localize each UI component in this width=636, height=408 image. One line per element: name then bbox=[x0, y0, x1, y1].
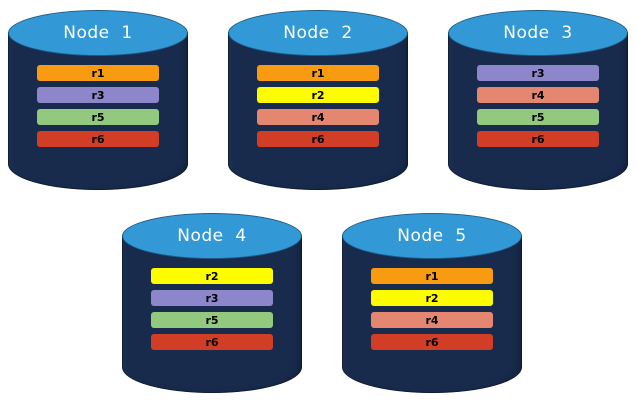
replica-bar: r6 bbox=[371, 334, 493, 350]
replica-bar: r4 bbox=[371, 312, 493, 328]
replica-bar: r5 bbox=[37, 109, 159, 125]
replica-bar: r5 bbox=[151, 312, 273, 328]
node-cylinder-4: Node 4 r2 r3 r5 r6 bbox=[122, 213, 302, 393]
replica-bar: r6 bbox=[151, 334, 273, 350]
node-top-ellipse bbox=[342, 213, 522, 259]
replica-bar: r6 bbox=[37, 131, 159, 147]
replica-list: r1 r2 r4 r6 bbox=[257, 65, 379, 147]
replica-bar: r5 bbox=[477, 109, 599, 125]
replica-bar: r3 bbox=[37, 87, 159, 103]
replica-bar: r2 bbox=[371, 290, 493, 306]
node-cylinder-3: Node 3 r3 r4 r5 r6 bbox=[448, 10, 628, 190]
replica-bar: r2 bbox=[151, 268, 273, 284]
node-title: Node 4 bbox=[177, 226, 247, 246]
node-top-ellipse bbox=[448, 10, 628, 56]
replica-bar: r6 bbox=[257, 131, 379, 147]
node-top-ellipse bbox=[122, 213, 302, 259]
replica-bar: r1 bbox=[37, 65, 159, 81]
replica-bar: r2 bbox=[257, 87, 379, 103]
replica-bar: r4 bbox=[477, 87, 599, 103]
replica-bar: r1 bbox=[257, 65, 379, 81]
replica-bar: r3 bbox=[477, 65, 599, 81]
replica-list: r3 r4 r5 r6 bbox=[477, 65, 599, 147]
node-cylinder-5: Node 5 r1 r2 r4 r6 bbox=[342, 213, 522, 393]
replica-list: r1 r3 r5 r6 bbox=[37, 65, 159, 147]
node-title: Node 1 bbox=[63, 23, 133, 43]
replica-list: r1 r2 r4 r6 bbox=[371, 268, 493, 350]
node-title: Node 2 bbox=[283, 23, 353, 43]
node-title: Node 3 bbox=[503, 23, 573, 43]
replica-bar: r1 bbox=[371, 268, 493, 284]
node-cylinder-2: Node 2 r1 r2 r4 r6 bbox=[228, 10, 408, 190]
node-title: Node 5 bbox=[397, 226, 467, 246]
node-top-ellipse bbox=[228, 10, 408, 56]
replica-bar: r6 bbox=[477, 131, 599, 147]
replica-bar: r3 bbox=[151, 290, 273, 306]
node-top-ellipse bbox=[8, 10, 188, 56]
replica-bar: r4 bbox=[257, 109, 379, 125]
node-cylinder-1: Node 1 r1 r3 r5 r6 bbox=[8, 10, 188, 190]
replica-list: r2 r3 r5 r6 bbox=[151, 268, 273, 350]
